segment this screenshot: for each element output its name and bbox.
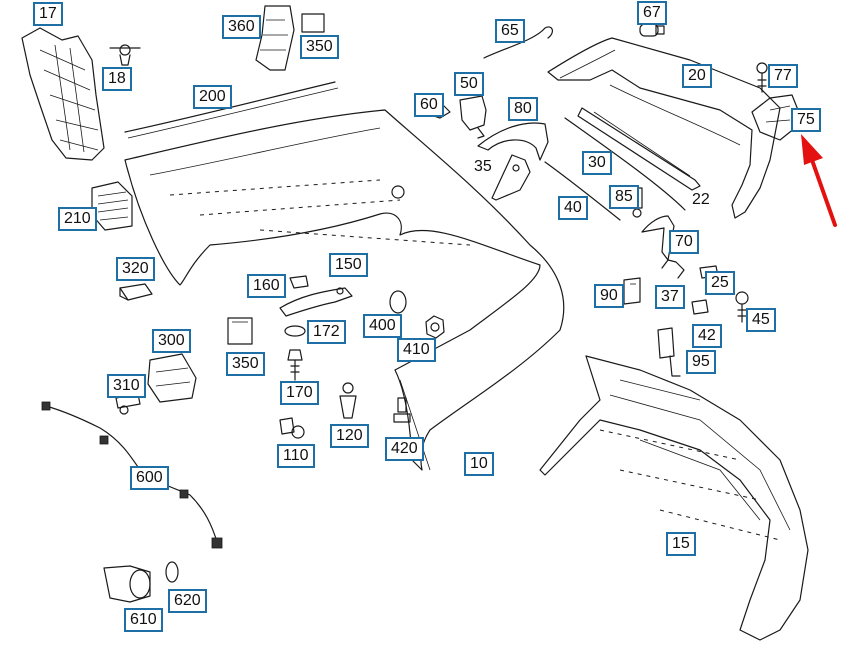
callout-50: 50: [454, 72, 484, 96]
callout-80: 80: [508, 97, 538, 121]
part-172-washer: [284, 325, 306, 337]
callout-70: 70: [669, 230, 699, 254]
part-42-clip: [691, 299, 709, 315]
part-110-screw: [279, 417, 305, 439]
part-37-clip: [661, 259, 685, 279]
callout-160: 160: [247, 274, 286, 298]
label-22: 22: [692, 191, 710, 208]
part-30-strip: [577, 107, 701, 191]
callout-400: 400: [363, 314, 402, 338]
part-65-cable: [483, 26, 554, 59]
part-22-strip: [564, 117, 686, 211]
callout-210: 210: [58, 207, 97, 231]
part-40-strip: [544, 161, 621, 221]
callout-85: 85: [609, 185, 639, 209]
part-600-harness-connectors: [41, 401, 223, 549]
callout-18: 18: [102, 67, 132, 91]
label-35: 35: [474, 158, 492, 175]
part-35-bracket: [491, 154, 531, 201]
part-170-bolt: [287, 349, 303, 381]
callout-77: 77: [768, 64, 798, 88]
callout-25: 25: [705, 271, 735, 295]
callout-150: 150: [329, 253, 368, 277]
part-420-bolt: [393, 397, 411, 423]
callout-420: 420: [385, 437, 424, 461]
callout-350-top: 350: [300, 35, 339, 59]
part-300-module: [147, 353, 197, 403]
callout-65: 65: [495, 19, 525, 43]
callout-360: 360: [222, 15, 261, 39]
callout-300: 300: [152, 329, 191, 353]
part-90-bracket: [623, 277, 641, 305]
callout-600: 600: [130, 466, 169, 490]
callout-10: 10: [464, 452, 494, 476]
callout-75: 75: [791, 108, 821, 132]
callout-410: 410: [397, 338, 436, 362]
callout-15: 15: [666, 532, 696, 556]
callout-17: 17: [33, 2, 63, 26]
part-67-plug: [639, 23, 665, 37]
callout-350-bottom: 350: [226, 352, 265, 376]
part-70-trim: [641, 215, 675, 261]
part-15-bumper-support: [539, 355, 809, 641]
part-620-ring: [165, 561, 179, 583]
callout-110: 110: [277, 444, 315, 468]
callout-90: 90: [594, 284, 624, 308]
part-50-sensor: [459, 95, 487, 139]
part-18-clip: [109, 44, 141, 66]
callout-610: 610: [124, 608, 163, 632]
callout-30: 30: [582, 151, 612, 175]
callout-170: 170: [280, 381, 319, 405]
part-77-screw: [756, 62, 768, 93]
callout-95: 95: [686, 350, 716, 374]
red-arrow-pointer: [801, 134, 837, 227]
callout-40: 40: [558, 196, 588, 220]
callout-620: 620: [168, 589, 207, 613]
part-150-bracket: [279, 287, 353, 317]
callout-60: 60: [414, 93, 444, 117]
part-320-module: [119, 283, 153, 301]
part-45-screw: [735, 291, 749, 323]
part-350-module: [227, 317, 253, 345]
part-80-trim: [477, 122, 549, 161]
part-210-grille: [91, 181, 133, 231]
callout-45: 45: [746, 308, 776, 332]
part-610-sensor: [103, 565, 151, 603]
part-350-pad: [301, 13, 325, 33]
callout-20: 20: [682, 64, 712, 88]
callout-67: 67: [637, 1, 667, 25]
part-17-side-bracket: [21, 27, 105, 161]
part-120-rivet: [339, 382, 357, 419]
callout-200: 200: [193, 85, 232, 109]
callout-120: 120: [330, 424, 369, 448]
part-410-nut: [425, 315, 445, 339]
callout-37: 37: [655, 285, 685, 309]
part-160-clip: [289, 275, 309, 289]
part-400-grommet: [389, 290, 407, 314]
callout-172: 172: [307, 320, 346, 344]
part-10-bumper-cover: [124, 109, 565, 471]
part-360-bracket: [255, 5, 295, 71]
callout-42: 42: [692, 324, 722, 348]
callout-320: 320: [116, 257, 155, 281]
callout-310: 310: [107, 374, 146, 398]
part-95-sensor-holder: [657, 327, 681, 377]
